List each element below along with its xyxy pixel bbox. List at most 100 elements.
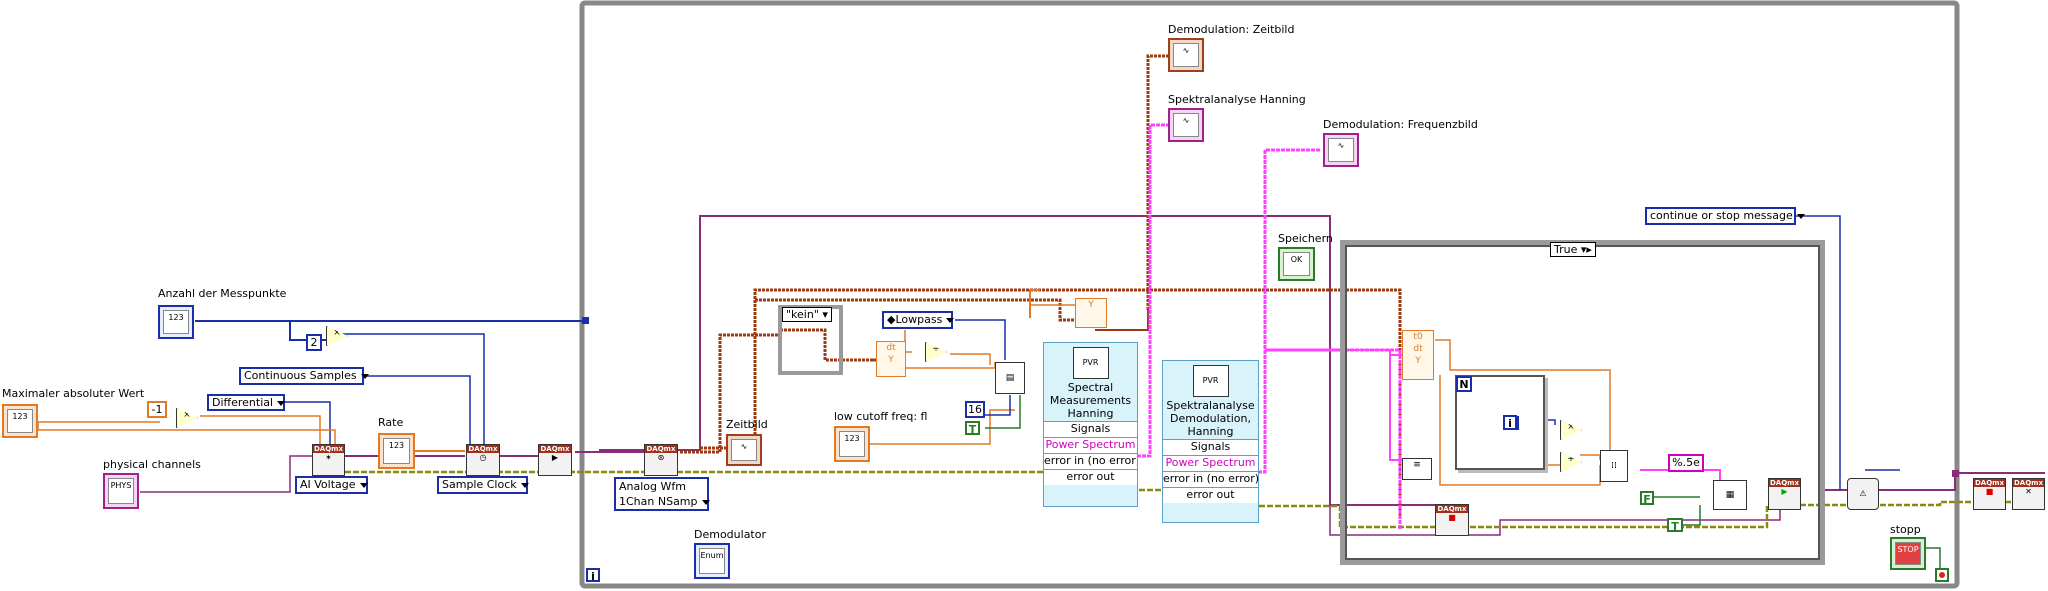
ring-text: Continuous Samples xyxy=(244,369,357,382)
express-spektralanalyse-demodulation[interactable]: PVR Spektralanalyse Demodulation, Hannin… xyxy=(1162,360,1259,523)
numeric-icon: 123 xyxy=(839,431,865,457)
build-waveform[interactable]: Y xyxy=(1075,298,1107,328)
express1-error-in[interactable]: error in (no error) xyxy=(1044,453,1137,469)
wire-inner-i xyxy=(1540,419,1556,425)
daqmx-read[interactable]: DAQmx⊛ xyxy=(644,444,678,476)
wire-differential xyxy=(285,401,331,452)
stop-icon: STOP xyxy=(1895,542,1921,565)
numeric-icon: 123 xyxy=(163,310,189,334)
wire-format-pink xyxy=(1640,469,1721,480)
filter-vi[interactable]: ▤ xyxy=(995,362,1025,394)
wire-filter-fb xyxy=(1029,289,1040,318)
stopp-terminal[interactable]: STOP xyxy=(1890,537,1926,570)
physical-channels-terminal[interactable]: PHYS xyxy=(103,473,139,509)
case-selector-kein[interactable]: "kein" ▾ xyxy=(782,307,832,322)
ring-text: Lowpass xyxy=(895,313,943,326)
wire-to-demod-zeit xyxy=(1146,54,1168,310)
case-structure-true[interactable] xyxy=(1340,240,1825,565)
express2-power-spectrum[interactable]: Power Spectrum xyxy=(1163,455,1258,471)
daqmx-stop-inner[interactable]: DAQmx■ xyxy=(1435,504,1469,536)
zeitbild-terminal[interactable]: ∿ xyxy=(726,434,762,466)
low-cutoff-terminal[interactable]: 123 xyxy=(834,426,870,462)
wire-anzahl-timing xyxy=(340,333,485,452)
spectrum-icon: PVR xyxy=(1192,365,1229,397)
tunnel-anzahl xyxy=(582,317,589,324)
express1-title-3: Hanning xyxy=(1067,407,1114,420)
daqmx-clear-task[interactable]: DAQmx✕ xyxy=(2012,478,2045,510)
case-selector-true[interactable]: True ▾▸ xyxy=(1550,242,1596,257)
daqmx-stop-task[interactable]: DAQmx■ xyxy=(1973,478,2006,510)
speichern-terminal[interactable]: OK xyxy=(1278,247,1315,281)
phys-icon: PHYS xyxy=(108,478,134,504)
ring-continue-stop[interactable]: continue or stop message xyxy=(1645,207,1805,225)
daqmx-header: DAQmx xyxy=(539,445,571,453)
express1-signals[interactable]: Signals xyxy=(1044,421,1137,437)
ring-text: Sample Clock xyxy=(442,478,517,491)
simple-error-handler[interactable]: ⚠ xyxy=(1847,478,1879,510)
max-wert-terminal[interactable]: 123 xyxy=(2,404,38,438)
express1-power-spectrum[interactable]: Power Spectrum xyxy=(1044,437,1137,453)
ring-text: AI Voltage xyxy=(300,478,356,491)
daqmx-create-channel[interactable]: DAQmx✶ xyxy=(312,444,345,476)
express1-error-out[interactable]: error out xyxy=(1044,469,1137,485)
wire-task-loop xyxy=(585,215,1437,506)
express2-error-in[interactable]: error in (no error) xyxy=(1163,471,1258,487)
chevron-down-icon xyxy=(359,482,368,488)
daqmx-header: DAQmx xyxy=(313,445,344,453)
label-zeitbild: Zeitbild xyxy=(726,418,768,431)
y-label: Y xyxy=(1088,300,1094,310)
daqmx-timing[interactable]: DAQmx◷ xyxy=(466,444,500,476)
spectrum-icon: PVR xyxy=(1072,347,1109,379)
daqmx-header: DAQmx xyxy=(645,445,677,453)
demod-freq-terminal[interactable]: ∿ xyxy=(1323,133,1359,167)
ring-ai-voltage[interactable]: AI Voltage xyxy=(295,476,368,494)
express2-title-1: Spektralanalyse xyxy=(1166,399,1255,412)
build-array[interactable]: ⁞⁞ xyxy=(1600,450,1628,482)
kein-label: "kein" xyxy=(786,308,819,321)
for-loop[interactable] xyxy=(1455,375,1545,470)
wire-waveform-4 xyxy=(780,328,870,362)
loop-condition-terminal[interactable] xyxy=(1935,568,1949,582)
const-minus-one: -1 xyxy=(147,401,167,418)
ring-text-line1: Analog Wfm xyxy=(619,480,686,493)
const-true: T xyxy=(965,421,980,436)
ring-differential[interactable]: Differential xyxy=(207,394,286,411)
const-format: %.5e xyxy=(1668,454,1704,472)
numeric-icon: 123 xyxy=(383,438,410,464)
wire-waveform-1 xyxy=(680,328,782,454)
wire-physical xyxy=(140,455,312,493)
anzahl-terminal[interactable]: 123 xyxy=(158,305,194,339)
chevron-down-icon xyxy=(1796,213,1805,219)
express-spectral-measurements[interactable]: PVR Spectral Measurements Hanning Signal… xyxy=(1043,342,1138,507)
write-spreadsheet[interactable]: ▦ xyxy=(1713,480,1747,510)
ring-continuous-samples[interactable]: Continuous Samples xyxy=(239,367,369,385)
rate-terminal[interactable]: 123 xyxy=(378,433,415,469)
daqmx-start-inner[interactable]: DAQmx▶ xyxy=(1768,478,1801,510)
ring-sample-clock[interactable]: Sample Clock xyxy=(437,476,529,494)
daqmx-header: DAQmx xyxy=(467,445,499,453)
wire-continue-stop xyxy=(1795,215,1841,490)
express2-error-out[interactable]: error out xyxy=(1163,487,1258,503)
chevron-down-icon xyxy=(701,499,710,505)
daqmx-start-task[interactable]: DAQmx▶ xyxy=(538,444,572,476)
label-demodulator: Demodulator xyxy=(694,528,766,541)
read-icon: ⊛ xyxy=(657,453,665,462)
express2-title-2: Demodulation, xyxy=(1169,412,1251,425)
express1-title-2: Measurements xyxy=(1049,394,1132,407)
demodulator-terminal[interactable]: Enum xyxy=(694,543,730,579)
demod-zeit-terminal[interactable]: ∿ xyxy=(1168,38,1204,72)
const-true-2: T xyxy=(1667,518,1683,533)
ring-lowpass[interactable]: ◆Lowpass xyxy=(882,311,955,329)
error-icon: ⚠ xyxy=(1859,489,1867,498)
numeric-icon: 123 xyxy=(7,409,33,433)
label-low-cutoff: low cutoff freq: fl xyxy=(834,410,928,423)
spektral-hanning-terminal[interactable]: ∿ xyxy=(1168,108,1204,142)
append-array[interactable]: ≡ xyxy=(1402,458,1432,480)
append-icon: ≡ xyxy=(1413,460,1421,470)
express2-signals[interactable]: Signals xyxy=(1163,439,1258,455)
chevron-down-icon xyxy=(277,400,286,406)
